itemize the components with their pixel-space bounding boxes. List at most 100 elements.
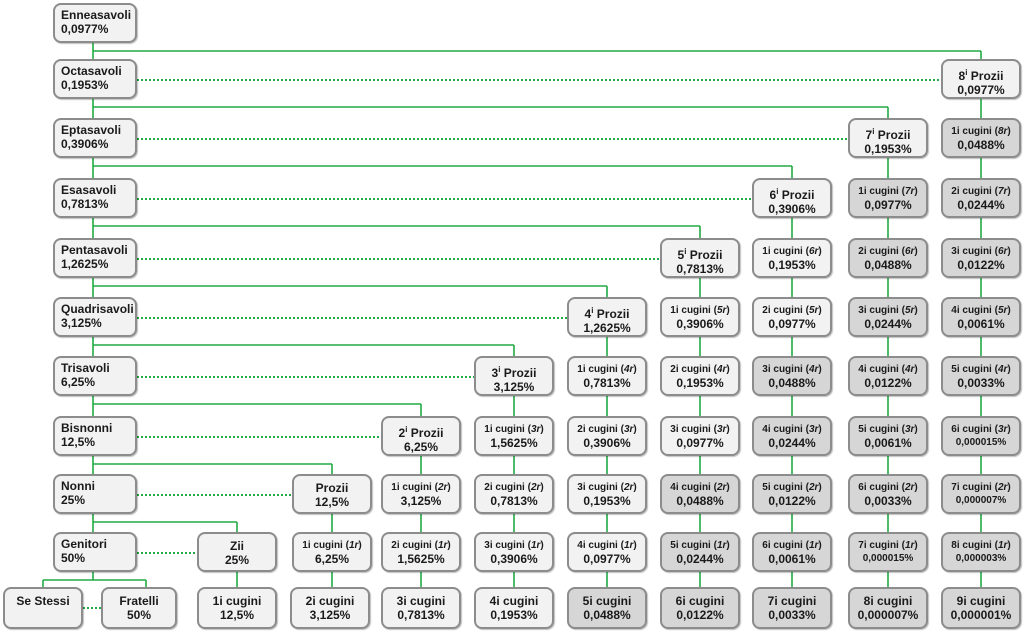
cousin-6-8-label: 4i cugini (4r) xyxy=(858,364,918,375)
cousin-5-6: 1i cugini (5r)0,3906% xyxy=(660,297,740,337)
cousin-8-8-percentage: 0,0033% xyxy=(864,494,912,508)
cousin-8-3: 1i cugini (2r)3,125% xyxy=(381,474,461,514)
ancestor-9-label: Genitori xyxy=(61,537,108,551)
cousin-8-9-percentage: 0,000007% xyxy=(955,495,1007,506)
uncle-row-1-label: 8i Prozii xyxy=(958,68,1004,83)
bottom-10-label: 9i cugini xyxy=(956,594,1006,608)
ancestor-0-label: Enneasavoli xyxy=(61,8,132,22)
bottom-6-percentage: 0,0488% xyxy=(583,608,631,622)
cousin-7-9: 6i cugini (3r) 0,000015% xyxy=(941,416,1021,456)
cousin-5-9-label: 4i cugini (5r) xyxy=(951,305,1011,316)
cousin-8-9-label: 7i cugini (2r) xyxy=(951,482,1011,493)
ancestor-7-label: Bisnonni xyxy=(61,421,113,435)
ancestor-1-label: Octasavoli xyxy=(61,64,122,78)
bottom-5-label: 4i cugini xyxy=(489,594,539,608)
cousin-7-7-label: 4i cugini (3r) xyxy=(762,424,822,435)
cousin-5-6-percentage: 0,3906% xyxy=(676,317,724,331)
cousin-8-3-label: 1i cugini (2r) xyxy=(391,482,451,493)
cousin-9-7-percentage: 0,0061% xyxy=(768,552,816,566)
cousin-8-8-label: 6i cugini (2r) xyxy=(858,482,918,493)
cousin-6-9-percentage: 0,0033% xyxy=(957,376,1005,390)
ancestor-9-percentage: 50% xyxy=(61,551,86,565)
cousin-7-8: 5i cugini (3r)0,0061% xyxy=(848,416,928,456)
cousin-8-9: 7i cugini (2r) 0,000007% xyxy=(941,474,1021,514)
cousin-4-7-percentage: 0,1953% xyxy=(768,258,816,272)
cousin-9-6: 5i cugini (1r)0,0244% xyxy=(660,532,740,572)
cousin-9-2-percentage: 6,25% xyxy=(314,552,350,566)
cousin-7-5-label: 2i cugini (3r) xyxy=(577,424,637,435)
cousin-8-5: 3i cugini (2r)0,1953% xyxy=(567,474,647,514)
uncle-row-3-percentage: 0,3906% xyxy=(768,202,816,216)
uncle-row-9-percentage: 25% xyxy=(224,553,250,567)
cousin-7-9-percentage: 0,000015% xyxy=(955,437,1007,448)
cousin-5-7: 2i cugini (5r)0,0977% xyxy=(752,297,832,337)
uncle-row-5-percentage: 1,2625% xyxy=(583,321,631,335)
ancestor-8-percentage: 25% xyxy=(61,493,86,507)
cousin-8-5-label: 3i cugini (2r) xyxy=(577,482,637,493)
ancestor-3-label: Esasavoli xyxy=(61,183,117,197)
cousin-9-3-percentage: 1,5625% xyxy=(397,552,445,566)
cousin-2-9: 1i cugini (8r)0,0488% xyxy=(941,118,1021,158)
cousin-7-9-label: 6i cugini (3r) xyxy=(951,424,1011,435)
bottom-4-percentage: 0,7813% xyxy=(397,608,445,622)
bottom-5-percentage: 0,1953% xyxy=(490,608,538,622)
uncle-row-6-percentage: 3,125% xyxy=(493,380,535,394)
cousin-6-5-label: 1i cugini (4r) xyxy=(577,364,637,375)
cousin-6-8: 4i cugini (4r)0,0122% xyxy=(848,356,928,396)
cousin-7-4-label: 1i cugini (3r) xyxy=(484,424,544,435)
cousin-7-5-percentage: 0,3906% xyxy=(583,436,631,450)
cousin-3-9: 2i cugini (7r)0,0244% xyxy=(941,178,1021,218)
cousin-4-7: 1i cugini (6r)0,1953% xyxy=(752,238,832,278)
bottom-7-percentage: 0,0122% xyxy=(676,608,724,622)
cousin-9-8-percentage: 0,000015% xyxy=(862,553,914,564)
cousin-7-8-percentage: 0,0061% xyxy=(864,436,912,450)
uncle-row-8-label: Prozii xyxy=(315,481,349,495)
cousin-7-5: 2i cugini (3r)0,3906% xyxy=(567,416,647,456)
cousin-3-9-label: 2i cugini (7r) xyxy=(951,186,1011,197)
cousin-9-2-label: 1i cugini (1r) xyxy=(302,540,362,551)
ancestor-2-label: Eptasavoli xyxy=(61,123,122,137)
uncle-row-2-label: 7i Prozii xyxy=(865,127,911,142)
uncle-row-9-label: Zii xyxy=(230,539,244,553)
bottom-2-label: 1i cugini xyxy=(212,594,262,608)
cousin-3-9-percentage: 0,0244% xyxy=(957,198,1005,212)
cousin-9-7-label: 6i cugini (1r) xyxy=(762,540,822,551)
cousin-6-9-label: 5i cugini (4r) xyxy=(951,364,1011,375)
cousin-4-9-label: 3i cugini (6r) xyxy=(951,246,1011,257)
uncle-row-6-label: 3i Prozii xyxy=(491,365,537,380)
cousin-6-6-percentage: 0,1953% xyxy=(676,376,724,390)
cousin-9-5-label: 4i cugini (1r) xyxy=(577,540,637,551)
bottom-10-percentage: 0,000001% xyxy=(950,608,1012,622)
cousin-6-9: 5i cugini (4r)0,0033% xyxy=(941,356,1021,396)
cousin-6-5-percentage: 0,7813% xyxy=(583,376,631,390)
cousin-9-8-label: 7i cugini (1r) xyxy=(858,540,918,551)
uncle-row-4-label: 5i Prozii xyxy=(677,247,723,262)
ancestor-1-percentage: 0,1953% xyxy=(61,78,109,92)
cousin-6-6: 2i cugini (4r)0,1953% xyxy=(660,356,740,396)
cousin-4-8-label: 2i cugini (6r) xyxy=(858,246,918,257)
cousin-5-9-percentage: 0,0061% xyxy=(957,317,1005,331)
cousin-9-9-label: 8i cugini (1r) xyxy=(951,540,1011,551)
ancestor-2-percentage: 0,3906% xyxy=(61,137,109,151)
uncle-row-3-label: 6i Prozii xyxy=(769,187,815,202)
cousin-9-3-label: 2i cugini (1r) xyxy=(391,540,451,551)
cousin-2-9-percentage: 0,0488% xyxy=(957,138,1005,152)
